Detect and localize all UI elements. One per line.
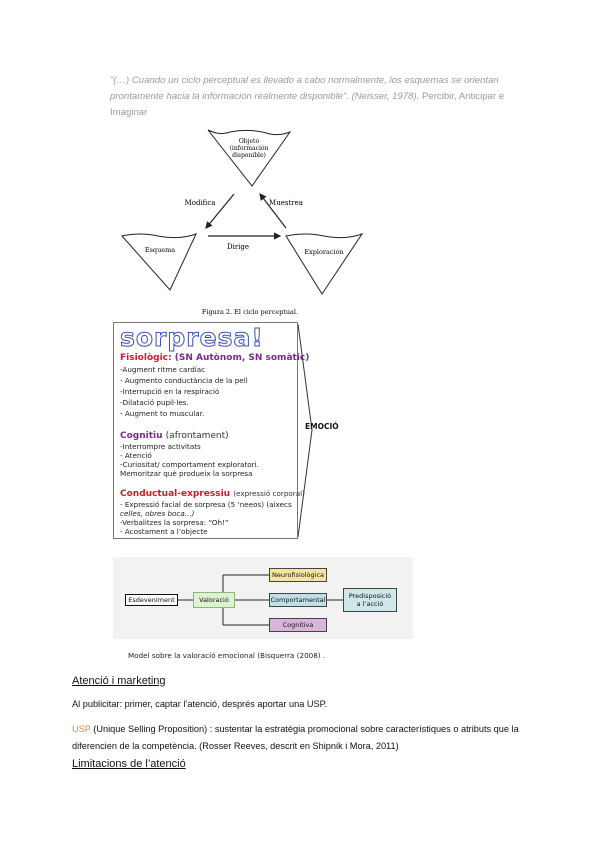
exploracion-label: Exploración [304, 248, 343, 256]
fisiologic-heading: Fisiològic: (SN Autònom, SN somàtic) [120, 353, 309, 363]
conductual-item: -Verbalitzes la sorpresa: “Oh!” [120, 518, 229, 527]
figure1-caption: Figura 2. El ciclo perceptual. [202, 308, 298, 316]
cognitiu-label: Cognitiu [120, 431, 163, 441]
objeto-line-1: Objeto [239, 138, 260, 145]
quote-italic: “(…) Cuando un ciclo perceptual es lleva… [110, 75, 499, 102]
valoracio-node: Valoració [193, 592, 235, 608]
objeto-line-3: disponible) [232, 152, 266, 159]
esquema-triangle [121, 233, 197, 291]
cognitiu-item: Memoritzar què produeix la sorpresa [120, 469, 253, 478]
exploracion-triangle [285, 232, 364, 295]
quote-rest: Percibir, Anticipar e Imaginar [110, 91, 505, 118]
conductual-sub: (expressió corporal) [233, 489, 305, 498]
fisiologic-item: - Augmento conductància de la pell [120, 376, 248, 385]
comportamental-node: Comportamental [269, 593, 327, 607]
cognitiu-heading: Cognitiu (afrontament) [120, 431, 229, 441]
predisposicio-line-1: Predisposició [348, 592, 392, 600]
predisposicio-node: Predisposició a l’acció [343, 588, 397, 612]
esdeveniment-node: Esdeveniment [125, 594, 178, 606]
fisiologic-item: -Augment ritme cardíac [120, 365, 206, 374]
cognitiu-sub: (afrontament) [165, 431, 229, 441]
fisiologic-item: -Interrupció en la respiració [120, 387, 220, 396]
perceptual-cycle-figure: Objeto (información disponible) Esquema … [121, 129, 364, 316]
marketing-paragraph-2: USP (Unique Selling Proposition) : suste… [72, 721, 522, 755]
section-heading-marketing: Atenció i marketing [72, 675, 166, 687]
conductual-item: celles, obres boca...) [120, 509, 195, 518]
objeto-line-2: (información [230, 145, 269, 152]
neurofisiologica-node: Neurofisiològica [269, 568, 327, 582]
cognitiu-item: -Interrompre activitats [120, 442, 201, 451]
muestrea-arrow [259, 193, 287, 229]
conductual-item: - Expressió facial de sorpresa (5 ‘neeos… [120, 500, 292, 509]
quote-paragraph: “(…) Cuando un ciclo perceptual es lleva… [110, 73, 530, 121]
conductual-heading: Conductual-expressiu (expressió corporal… [120, 489, 305, 499]
cognitiva-node: Cognitiva [269, 618, 327, 632]
figure3-caption: Model sobre la valoració emocional (Bisq… [128, 651, 326, 660]
modifica-label: Modifica [185, 199, 216, 207]
fisiologic-item: - Augment to muscular. [120, 409, 205, 418]
marketing-paragraph-1: Al publicitar: primer, captar l’atenció,… [72, 699, 328, 709]
conductual-item: - Acostament a l’objecte [120, 527, 208, 536]
fisiologic-label: Fisiològic: [120, 353, 172, 363]
objeto-triangle [207, 129, 292, 187]
valoracio-connectors [178, 574, 343, 626]
cognitiu-item: - Atenció [120, 451, 152, 460]
cognitiu-item: -Curiositat/ comportament exploratori. [120, 460, 259, 469]
muestrea-label: Muestrea [269, 199, 303, 207]
modifica-arrow [205, 193, 235, 229]
usp-term: USP [72, 724, 91, 734]
conductual-label: Conductual-expressiu [120, 489, 231, 499]
dirige-label: Dirige [227, 243, 249, 251]
usp-definition: (Unique Selling Proposition) : sustentar… [72, 724, 519, 751]
emocio-label: EMOCIÓ [305, 422, 339, 431]
fisiologic-item: -Dilatació pupil·les. [120, 398, 189, 407]
esquema-label: Esquema [145, 246, 175, 254]
fisiologic-sub: (SN Autònom, SN somàtic) [174, 353, 310, 363]
predisposicio-line-2: a l’acció [356, 600, 384, 608]
section-heading-limitacions: Limitacions de l’atenció [72, 758, 186, 770]
emocio-brace [298, 323, 313, 538]
sorpresa-box: sorpresa! Fisiològic: (SN Autònom, SN so… [113, 322, 309, 539]
sorpresa-title: sorpresa! [120, 323, 264, 352]
valoracio-model-figure: Esdeveniment Valoració Neurofisiològica … [113, 557, 413, 639]
